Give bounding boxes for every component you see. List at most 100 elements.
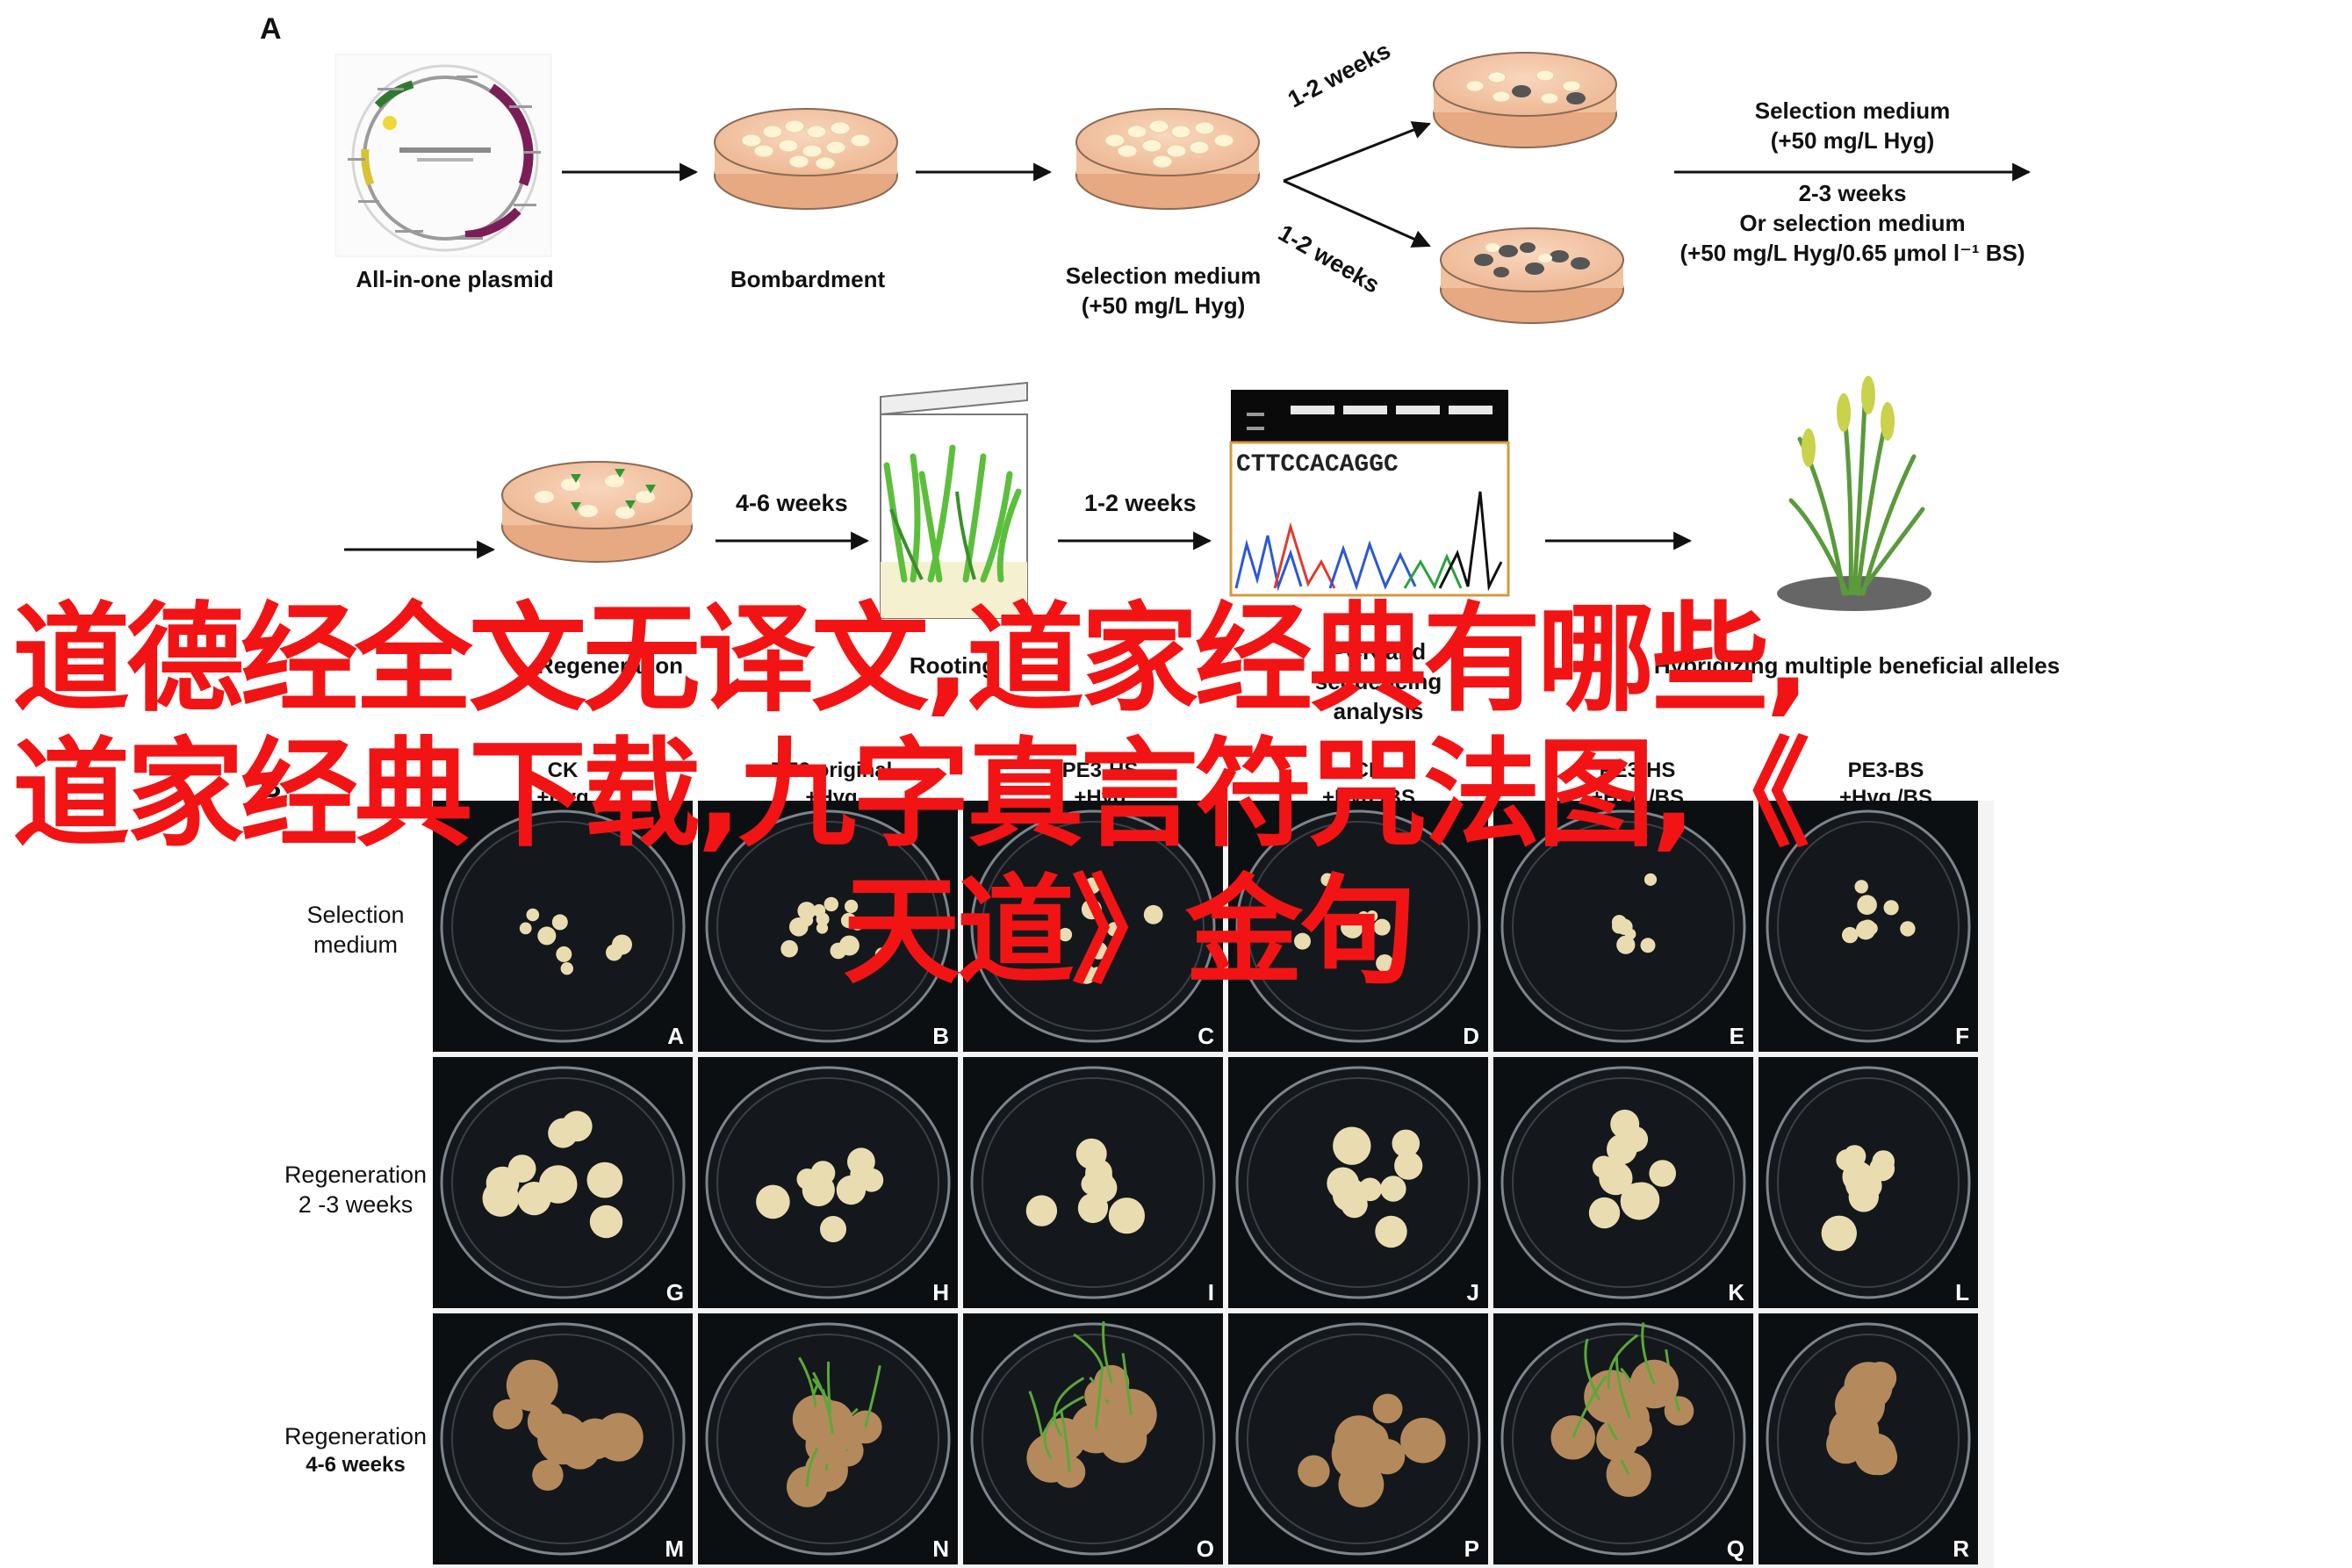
- callus-colony: [1108, 1198, 1145, 1234]
- plate-photo-R: R: [1759, 1313, 1978, 1564]
- plate-photo-K: K: [1493, 1057, 1753, 1308]
- callus-colony: [1372, 1393, 1403, 1424]
- callus-colony: [1086, 1196, 1109, 1218]
- bombardment-label: Bombardment: [730, 266, 886, 292]
- plate-photo-letter: M: [665, 1536, 684, 1562]
- plate-photo-letter: B: [932, 1023, 949, 1049]
- rooting-label: Rooting: [909, 652, 996, 679]
- dish-branch-top: [1433, 52, 1617, 148]
- callus-colony: [519, 922, 532, 935]
- callus-colony: [1294, 932, 1311, 950]
- callus-colony: [1843, 1145, 1866, 1168]
- petri-dish-photo: [1500, 1066, 1746, 1299]
- plate-photo-J: J: [1228, 1057, 1488, 1308]
- plate-photo-letter: R: [1953, 1536, 1969, 1562]
- plate-photo-letter: G: [665, 1279, 684, 1305]
- callus-colony: [507, 1154, 536, 1183]
- right-top-line1: Selection medium: [1754, 97, 1951, 124]
- selection-label-line1: Selection medium: [1065, 263, 1262, 289]
- callus-colony: [1588, 1197, 1621, 1229]
- dish-branch-bottom: [1440, 227, 1624, 324]
- petri-dish-photo: [440, 1322, 686, 1556]
- step-4-6-weeks-label: 4-6 weeks: [736, 490, 848, 516]
- shoot: [1641, 1322, 1656, 1385]
- callus-colony: [1864, 1362, 1897, 1394]
- plate-photo-letter: H: [932, 1279, 949, 1305]
- regeneration-label: Regeneration: [536, 652, 684, 679]
- arrow-branch-top: [1283, 121, 1431, 183]
- callus-colony: [797, 902, 816, 920]
- plate-photo-letter: E: [1729, 1023, 1744, 1049]
- plasmid-label: All-in-one plasmid: [356, 266, 554, 292]
- petri-dish-photo: [440, 1066, 686, 1299]
- plate-photo-H: H: [698, 1057, 958, 1308]
- callus-colony: [1840, 1389, 1872, 1420]
- callus-colony: [1854, 880, 1868, 894]
- overlay-text-line3: 天道》金句: [843, 863, 1417, 1000]
- callus-colony: [1392, 1129, 1421, 1158]
- callus-colony: [551, 914, 568, 931]
- petri-dish-photo: [970, 1320, 1216, 1556]
- callus-colony: [1380, 1176, 1406, 1202]
- callus-colony: [1084, 1164, 1113, 1193]
- plate-photo-letter: O: [1196, 1536, 1214, 1562]
- plate-photo-G: G: [433, 1057, 693, 1308]
- panel-a-letter: A: [260, 12, 282, 46]
- petri-dish-photo: [1766, 809, 1971, 1043]
- shoot: [864, 1365, 881, 1428]
- right-top-label: Selection medium (+50 mg/L Hyg): [1712, 97, 1993, 156]
- shoot: [1615, 1356, 1631, 1420]
- callus-colony: [527, 1403, 565, 1441]
- plate-photo-P: P: [1228, 1313, 1488, 1564]
- callus-colony: [1333, 1126, 1371, 1165]
- callus-colony: [526, 908, 540, 922]
- callus-colony: [1373, 918, 1391, 936]
- plate-photo-L: L: [1759, 1057, 1978, 1308]
- callus-colony: [548, 1118, 579, 1148]
- plate-photo-letter: P: [1464, 1536, 1479, 1562]
- callus-colony: [1644, 873, 1658, 886]
- callus-colony: [1883, 900, 1899, 916]
- callus-colony: [506, 1359, 558, 1412]
- plasmid-map: [334, 54, 552, 257]
- callus-colony: [1610, 1109, 1640, 1139]
- plate-photo-letter: I: [1207, 1279, 1214, 1305]
- callus-colony: [816, 912, 830, 926]
- callus-colony: [1616, 935, 1636, 954]
- callus-colony: [820, 1216, 846, 1242]
- callus-colony: [840, 912, 857, 929]
- callus-colony: [1640, 938, 1656, 953]
- callus-colony: [482, 1180, 520, 1217]
- callus-colony: [1611, 915, 1627, 931]
- plate-photo-B: B: [698, 801, 958, 1052]
- dish-bombardment: [714, 108, 898, 210]
- plate-photo-letter: D: [1463, 1023, 1479, 1049]
- hybridizing-label: Hybridizing multiple beneficial alleles: [1653, 652, 2061, 679]
- callus-colony: [1592, 1155, 1615, 1179]
- petri-dish-photo: [1500, 809, 1746, 1043]
- callus-colony: [1298, 1455, 1330, 1487]
- callus-colony: [816, 922, 829, 934]
- callus-colony: [537, 926, 557, 946]
- callus-colony: [1606, 1451, 1651, 1497]
- callus-colony: [789, 917, 809, 937]
- callus-colony: [1366, 910, 1378, 922]
- callus-colony: [560, 962, 573, 975]
- callus-colony: [1629, 1359, 1679, 1409]
- plate-photo-letter: F: [1955, 1023, 1969, 1049]
- callus-colony: [1344, 1423, 1375, 1455]
- plate-photo-A: A: [433, 801, 693, 1052]
- shoot: [1572, 1375, 1608, 1438]
- callus-colony: [1083, 877, 1101, 895]
- callus-colony: [1327, 1167, 1359, 1200]
- callus-colony: [556, 946, 572, 962]
- callus-colony: [1821, 1215, 1857, 1251]
- callus-colony: [586, 1162, 623, 1198]
- petri-dish-photo: [970, 1066, 1216, 1299]
- pcr-label: PCR and sequencing analysis: [1314, 638, 1442, 724]
- callus-colony: [1341, 1190, 1368, 1219]
- callus-colony: [1854, 1433, 1896, 1476]
- petri-dish-photo: [1235, 1322, 1481, 1556]
